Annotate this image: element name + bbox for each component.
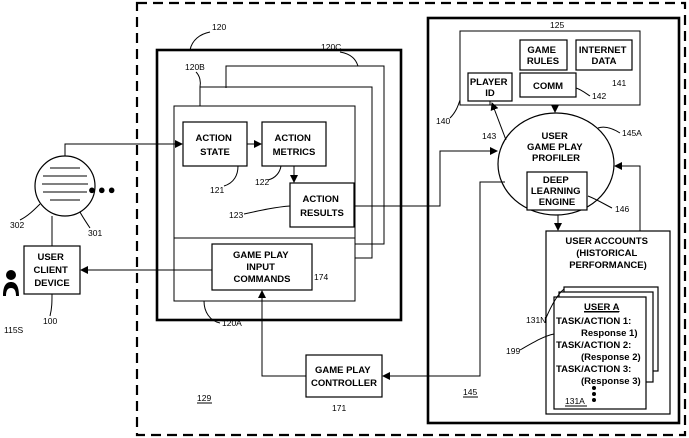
network-node [34, 155, 96, 217]
more-tasks-dot [592, 386, 596, 390]
ref-123: 123 [229, 210, 243, 220]
deep-learning-engine-box [526, 171, 588, 211]
ref-125: 125 [550, 20, 564, 30]
leader-199 [519, 333, 555, 351]
game-rules-box [519, 39, 568, 71]
deep-learning-engine-label: DEEP LEARNING ENGINE [531, 175, 583, 208]
action-results-box [289, 182, 355, 228]
leader-146 [587, 195, 613, 209]
action-metrics-label: ACTION METRICS [273, 133, 316, 158]
ref-122: 122 [255, 177, 269, 187]
response-3-label: (Response 3) [581, 376, 641, 387]
instance-frame-120B [199, 86, 373, 259]
ref-120A: 120A [222, 318, 242, 328]
comm-label: COMM [533, 81, 563, 92]
leader-131N [545, 288, 565, 319]
server-box-120 [155, 48, 403, 322]
game-play-input-commands-label: GAME PLAY INPUT COMMANDS [233, 250, 291, 285]
ref-120B: 120B [185, 62, 205, 72]
arrow-accounts-to-profiler [614, 162, 641, 231]
action-results-label: ACTION RESULTS [300, 194, 344, 219]
leader-122 [267, 165, 282, 181]
ref-145A: 145A [622, 128, 642, 138]
ref-100: 100 [43, 316, 57, 326]
ref-141: 141 [612, 78, 626, 88]
connector-profiler-to-controller [382, 181, 505, 380]
ref-174: 174 [314, 272, 328, 282]
leader-100 [49, 293, 53, 317]
task-action-2-label: TASK/ACTION 2: [556, 340, 631, 351]
response-1-label: Response 1) [581, 328, 638, 339]
game-play-controller-label: GAME PLAY CONTROLLER [311, 365, 377, 389]
internet-data-box [575, 39, 633, 71]
leader-120 [189, 31, 211, 51]
user-record-a [553, 296, 647, 410]
game-play-controller-box [305, 354, 383, 398]
instance-frame-120C [225, 65, 385, 245]
user-a-label: USER A [584, 302, 620, 313]
ref-140: 140 [436, 116, 450, 126]
ref-131N: 131N [526, 315, 546, 325]
task-action-3-label: TASK/ACTION 3: [556, 364, 631, 375]
ref-129: 129 [197, 393, 211, 403]
comm-box [519, 72, 577, 98]
connector-controller-to-commands [258, 290, 306, 377]
connector-network-to-action-state [64, 140, 183, 156]
more-nodes-ellipsis: ●●● [88, 182, 118, 197]
ref-131A: 131A [565, 396, 585, 406]
leader-121 [223, 165, 239, 187]
leader-123 [243, 205, 291, 215]
action-state-label: ACTION STATE [195, 133, 234, 158]
game-rules-label: GAME RULES [527, 45, 559, 67]
ref-145: 145 [463, 387, 477, 397]
leader-301 [79, 211, 91, 229]
data-sources-box [459, 30, 641, 106]
user-client-device-box [23, 245, 81, 295]
ref-115S: 115S [4, 325, 24, 335]
instance-frame-120A [173, 105, 356, 302]
connector-results-to-profiler [354, 147, 498, 207]
system-boundary [135, 1, 687, 437]
user-figure-icon [3, 270, 19, 296]
more-tasks-dot [592, 398, 596, 402]
leader-302 [19, 203, 41, 221]
ref-301: 301 [88, 228, 102, 238]
ref-120: 120 [212, 22, 226, 32]
leader-145A [597, 126, 621, 134]
action-metrics-box [261, 121, 327, 167]
internet-data-label: INTERNET DATA [579, 45, 629, 67]
player-id-label: PLAYER ID [470, 77, 510, 99]
ref-302: 302 [10, 220, 24, 230]
task-action-1-label: TASK/ACTION 1: [556, 316, 631, 327]
profiler-server-box-145 [426, 16, 681, 425]
leader-120A [203, 300, 221, 324]
leader-140 [449, 99, 461, 119]
more-tasks-dot [592, 392, 596, 396]
arrow-profiler-to-player-id [490, 102, 507, 141]
ref-146: 146 [615, 204, 629, 214]
game-play-input-commands-box [211, 243, 313, 291]
leader-120B [195, 71, 201, 88]
user-accounts-label: USER ACCOUNTS (HISTORICAL PERFORMANCE) [565, 236, 650, 271]
leader-120C [339, 51, 359, 67]
leader-142 [575, 87, 591, 97]
ref-143: 143 [482, 131, 496, 141]
response-2-label: (Response 2) [581, 352, 641, 363]
action-state-box [182, 121, 248, 167]
user-game-play-profiler-label: USER GAME PLAY PROFILER [527, 131, 585, 164]
ref-199: 199 [506, 346, 520, 356]
ref-171: 171 [332, 403, 346, 413]
user-client-device-label: USER CLIENT DEVICE [34, 252, 71, 289]
ref-120C: 120C [321, 42, 341, 52]
ref-142: 142 [592, 91, 606, 101]
ref-121: 121 [210, 185, 224, 195]
